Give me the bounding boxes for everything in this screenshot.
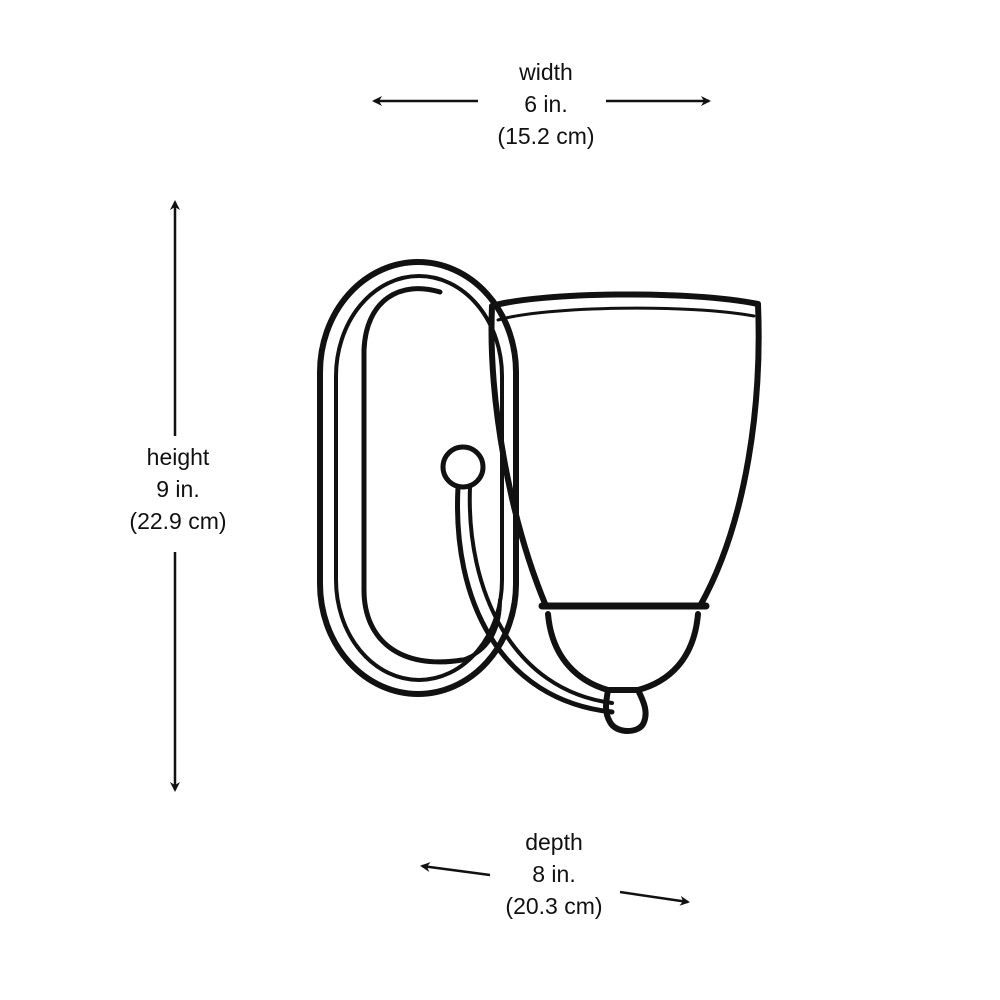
width-label: width 6 in. (15.2 cm): [436, 56, 656, 152]
height-name: height: [146, 444, 210, 470]
depth-label: depth 8 in. (20.3 cm): [444, 826, 664, 922]
backplate-inner: [361, 286, 465, 665]
height-label: height 9 in. (22.9 cm): [68, 441, 288, 537]
width-metric: (15.2 cm): [497, 123, 595, 149]
glass-shade: [488, 291, 762, 609]
depth-arrow: [420, 862, 690, 906]
height-imperial: 9 in.: [156, 476, 200, 502]
backplate-middle: [334, 274, 504, 682]
width-name: width: [519, 59, 573, 85]
backplate-outer: [317, 259, 519, 697]
mounting-knob: [440, 444, 486, 490]
finial: [603, 687, 649, 734]
arm: [455, 484, 615, 715]
depth-name: depth: [525, 829, 583, 855]
depth-imperial: 8 in.: [532, 861, 576, 887]
width-imperial: 6 in.: [524, 91, 568, 117]
height-metric: (22.9 cm): [129, 508, 227, 534]
sconce-drawing: [317, 259, 762, 734]
depth-metric: (20.3 cm): [505, 893, 603, 919]
